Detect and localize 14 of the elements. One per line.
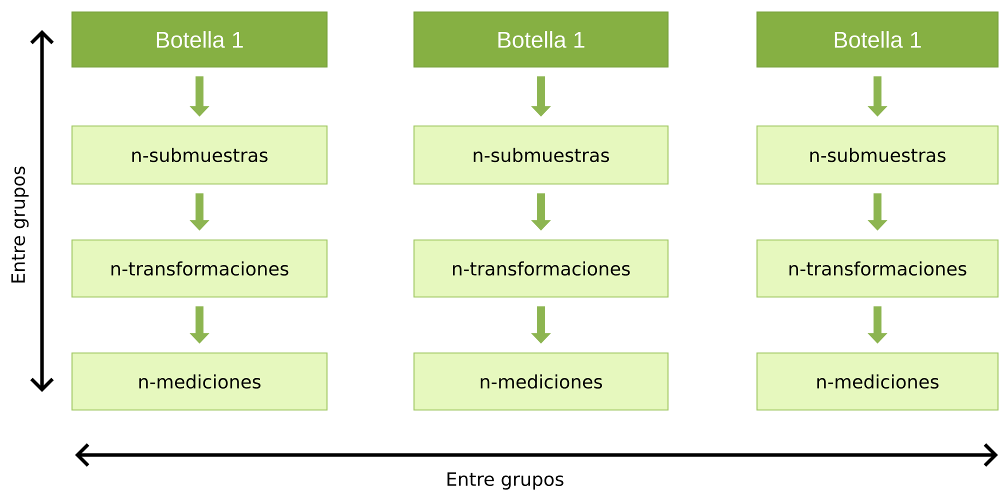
process-box: n-submuestras [413,125,669,185]
process-box: n-transformaciones [413,239,669,298]
process-box: n-mediciones [413,352,669,411]
process-box: n-transformaciones [756,239,999,298]
axis-label: Entre grupos [11,166,29,282]
process-box: n-transformaciones [71,239,328,298]
axis-label: Entre grupos [448,472,564,490]
header-box: Botella 1 [756,11,999,68]
process-box: n-mediciones [756,352,999,411]
process-box: n-submuestras [71,125,328,185]
header-box: Botella 1 [413,11,669,68]
header-box: Botella 1 [71,11,328,68]
process-box: n-submuestras [756,125,999,185]
process-box: n-mediciones [71,352,328,411]
